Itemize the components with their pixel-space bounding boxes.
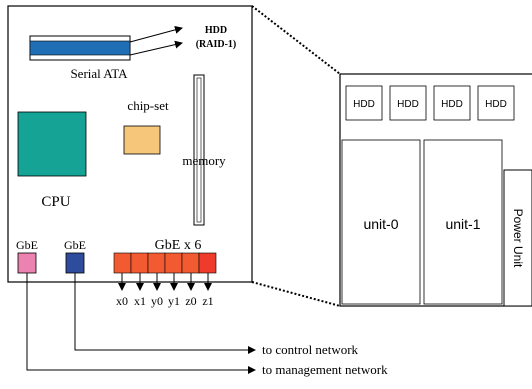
gbe6-port-1: [130, 252, 149, 274]
sata-connector: [29, 40, 131, 56]
port-label-x0: x0: [116, 294, 128, 308]
raid-label: (RAID-1): [196, 39, 237, 50]
hdd-bay-3-label: HDD: [441, 99, 463, 110]
gbe6-port-4: [181, 252, 200, 274]
hdd-bay-4-label: HDD: [485, 99, 507, 110]
gbe6-port-0: [113, 252, 132, 274]
unit-1-label: unit-1: [445, 216, 480, 232]
unit-1: [423, 139, 503, 305]
chipset-label: chip-set: [127, 98, 169, 113]
port-label-x1: x1: [134, 294, 146, 308]
sata-to-hdd-arrow-2: [129, 40, 183, 56]
power-unit-label: Power Unit: [511, 209, 525, 268]
gbe-port-control: [65, 252, 85, 274]
sata-to-hdd-arrow-1: [129, 25, 183, 43]
unit-0: [341, 139, 421, 305]
zoom-line-top: [251, 5, 341, 75]
hdd-label: HDD: [205, 25, 227, 36]
gbe-label-control: GbE: [64, 238, 86, 252]
management-network-line: [26, 273, 256, 374]
gbe6-port-2: [147, 252, 166, 274]
gbe-label-management: GbE: [16, 238, 38, 252]
cpu: [17, 111, 87, 177]
port-label-y0: y0: [151, 294, 163, 308]
port-label-z1: z1: [202, 294, 213, 308]
memory-label: memory: [182, 153, 226, 168]
zoom-line-bottom: [251, 281, 341, 307]
port-label-z0: z0: [185, 294, 196, 308]
gbe-x6-block: [113, 252, 217, 274]
gbe6-port-3: [164, 252, 183, 274]
hdd-bay-1-label: HDD: [353, 99, 375, 110]
hdd-bay-1: [345, 85, 383, 121]
hdd-bay-3: [433, 85, 471, 121]
memory-slot-inner: [196, 77, 202, 223]
management-network-label: to management network: [262, 362, 388, 377]
chipset: [123, 125, 161, 155]
port-label-y1: y1: [168, 294, 180, 308]
unit-0-label: unit-0: [363, 216, 398, 232]
gbe-x6-label: GbE x 6: [155, 238, 202, 253]
hdd-bay-4: [477, 85, 515, 121]
cpu-label: CPU: [41, 194, 70, 210]
sata-label: Serial ATA: [70, 66, 128, 81]
hdd-bay-2: [389, 85, 427, 121]
gbe6-port-5: [198, 252, 217, 274]
control-network-label: to control network: [262, 342, 359, 357]
power-unit: [503, 169, 532, 307]
hdd-bay-2-label: HDD: [397, 99, 419, 110]
gbe-port-management: [17, 252, 37, 274]
control-network-line: [74, 273, 256, 354]
